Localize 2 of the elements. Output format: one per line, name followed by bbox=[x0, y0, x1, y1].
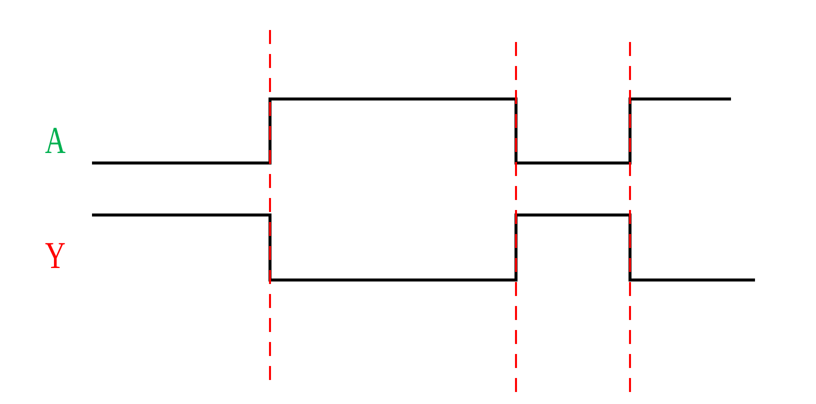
signal-name: A bbox=[45, 122, 66, 160]
signal-name: Y bbox=[45, 237, 66, 275]
